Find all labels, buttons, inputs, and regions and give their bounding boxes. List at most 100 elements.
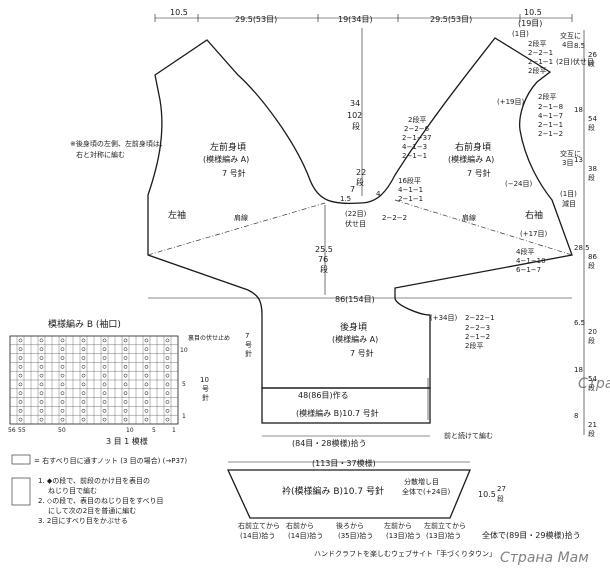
rside-cast-1: 減目 [562, 199, 576, 208]
col-label-5: 5 [152, 427, 156, 434]
grid-yo-mark [81, 338, 86, 343]
pattern-b-cells [10, 336, 178, 424]
back-title: 後身頃 [340, 321, 367, 333]
rside-note-0: 交互に [560, 149, 581, 158]
col-label-56: 56 [8, 427, 16, 434]
body-center-rows: 76 [318, 255, 328, 264]
grid-yo-mark [60, 391, 65, 396]
grid-yo-mark [102, 373, 107, 378]
grid-yo-mark [165, 338, 170, 343]
grid-yo-mark [123, 408, 128, 413]
legend-3: 2. ◇の段で、表目のねじり目をすべり目 [38, 496, 164, 505]
collar-outline [226, 469, 471, 519]
grid-yo-mark [81, 373, 86, 378]
right-dim-unit: 段 [588, 261, 595, 270]
ribbing-pick: (84目・28模様)拾う [292, 438, 367, 448]
ribbing-note: 前と続けて編む [444, 431, 493, 440]
sleeve-inc-1: 4−1−10 [516, 257, 546, 265]
collar-pick-line2: (35目)拾う [338, 531, 373, 540]
right-dim-val: 13 [574, 156, 583, 164]
grid-yo-mark [144, 408, 149, 413]
grid-yo-mark [123, 338, 128, 343]
grid-yo-mark [102, 338, 107, 343]
pattern-b-end-note: 裏目の伏せ止め [188, 334, 230, 342]
pattern-b-needle1c: 針 [245, 349, 252, 358]
body-center-unit: 段 [320, 264, 328, 274]
right-dim-val: 8.5 [574, 42, 585, 50]
grid-yo-mark [102, 400, 107, 404]
grid-yo-mark [39, 364, 44, 369]
right-side-minus: (−24目) [505, 180, 533, 188]
collar-pick-line1: 後ろから [336, 521, 364, 530]
left-shoulder-line [147, 202, 326, 256]
sleeve-inc-2: 6−1−7 [516, 266, 541, 274]
top-dimension-line: 10.5 29.5(53目) 19(34目) 29.5(53目) 10.5 (1… [154, 8, 573, 28]
pattern-b-repeat: 3 目 1 模様 [106, 436, 148, 446]
collar-pick-line1: 左前立てから [424, 521, 466, 530]
neck-bottom-label: 伏せ目 [345, 219, 366, 228]
grid-yo-mark [144, 338, 149, 343]
grid-yo-mark [18, 400, 23, 404]
grid-yo-mark [123, 400, 128, 404]
left-shoulder-label: 肩線 [234, 213, 248, 222]
row-label-10: 10 [180, 347, 188, 354]
col-label-10: 10 [126, 427, 134, 434]
grid-yo-mark [18, 338, 23, 343]
collar-inc-1: 全体で(+24目) [402, 487, 451, 496]
grid-yo-mark [60, 417, 65, 422]
grid-yo-mark [39, 408, 44, 413]
back-needle: 7 号針 [350, 348, 374, 358]
left-front-needle: 7 号針 [222, 168, 246, 178]
col-label-55: 55 [18, 427, 26, 434]
grid-yo-mark [60, 408, 65, 413]
grid-yo-mark [60, 364, 65, 369]
back-pattern: (模様編み A) [332, 334, 378, 344]
center-right-dec-1: 2−2−6 [404, 125, 430, 133]
collar-dim: 10.5 [478, 490, 496, 499]
right-front-title: 右前身頃 [455, 141, 491, 153]
collar-pick-line2: (13目)拾う [426, 531, 461, 540]
neck-dec2: 2−2−2 [382, 214, 407, 222]
right-sleeve-label: 右袖 [525, 209, 543, 221]
grid-yo-mark [144, 347, 149, 352]
grid-yo-mark [81, 356, 86, 360]
grid-yo-mark [144, 373, 149, 378]
grid-yo-mark [123, 382, 128, 387]
neck-small-dim3: 1.5 [340, 195, 351, 203]
grid-yo-mark [81, 400, 86, 404]
grid-yo-mark [39, 417, 44, 422]
grid-yo-mark [165, 391, 170, 396]
left-front-pattern: (模様編み A) [203, 154, 249, 164]
legend-0: = 右すべり目に通すノット (3 目の場合) (→P37) [34, 456, 187, 465]
grid-yo-mark [165, 373, 170, 378]
body-outline [147, 37, 573, 389]
legend-2: ねじり目で編む [48, 486, 97, 495]
ribbing-label: (模様編み B)10.7 号針 [296, 408, 379, 418]
right-dim-unit: 段 [588, 59, 595, 68]
neck-unit: 段 [352, 121, 360, 131]
grid-yo-mark [18, 391, 23, 396]
grid-yo-mark [39, 382, 44, 387]
grid-yo-mark [165, 400, 170, 404]
footer-text: ハンドクラフトを楽しむウェブサイト「手づくりタウン」 [314, 549, 496, 558]
body-width: 86(154目) [335, 295, 375, 304]
center-right-dec-4: 2−1−1 [402, 152, 427, 160]
right-dim-rows: 54 [588, 375, 597, 383]
ribbing-box [261, 387, 431, 424]
right-dim-unit: 段 [588, 173, 595, 182]
right-dim-val: 18 [574, 106, 583, 114]
grid-yo-mark [81, 391, 86, 396]
collar-unit: 段 [497, 494, 504, 503]
dim-top-5: 10.5 [524, 8, 542, 17]
rside-cast-0: (1目) [560, 190, 577, 198]
right-dim-val: 18 [574, 366, 583, 374]
right-dim-rows: 54 [588, 115, 597, 123]
dim-top-1: 10.5 [170, 8, 188, 17]
collar-pick-line1: 右前から [286, 521, 314, 530]
back-dec-0: 2−22−1 [465, 314, 495, 322]
grid-yo-mark [81, 364, 86, 369]
sleeve-plus: (+17目) [520, 230, 548, 238]
collar-rows: 27 [497, 485, 506, 493]
grid-yo-mark [144, 417, 149, 422]
